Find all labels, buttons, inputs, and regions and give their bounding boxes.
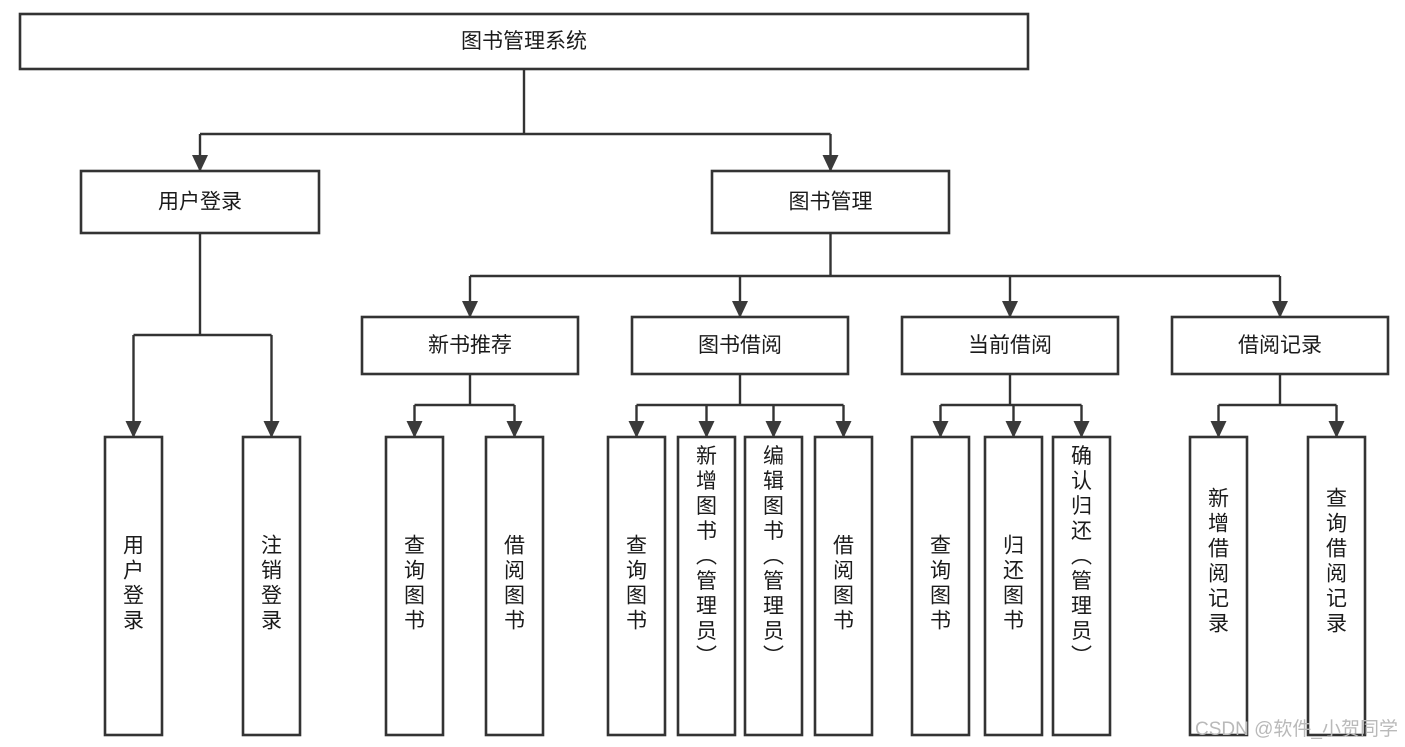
node-label: 编辑图书︵管理员︶	[763, 445, 784, 668]
arrow-head	[732, 301, 748, 318]
node-label: 查询图书	[930, 535, 951, 633]
arrow-head	[698, 421, 715, 438]
node-label: 查询图书	[404, 535, 425, 633]
node-box	[743, 435, 804, 737]
node-label: 归还图书	[1003, 535, 1024, 633]
node-label: 图书管理系统	[461, 30, 587, 53]
arrow-head	[932, 421, 949, 438]
node-box	[484, 435, 545, 737]
node-user-login[interactable]: 用户登录	[79, 169, 321, 235]
arrow-head	[835, 421, 852, 438]
node-label: 图书管理	[789, 191, 873, 214]
node-box	[103, 435, 164, 737]
node-leaf-borrow-book[interactable]: 借阅图书	[813, 435, 874, 737]
edge-group-current-borrow	[932, 374, 1090, 438]
node-leaf-query-book-rec[interactable]: 查询图书	[384, 435, 445, 737]
node-label: 借阅图书	[833, 535, 854, 633]
node-leaf-user-logout[interactable]: 注销登录	[241, 435, 302, 737]
arrow-head	[192, 155, 208, 172]
edge-group-user-login	[125, 233, 280, 438]
node-leaf-query-book-borrow[interactable]: 查询图书	[606, 435, 667, 737]
connectors-layer	[125, 69, 1345, 438]
edge-group-book-manage	[462, 233, 1288, 318]
node-leaf-borrow-book-rec[interactable]: 借阅图书	[484, 435, 545, 737]
node-box	[1051, 435, 1112, 737]
arrow-head	[462, 301, 478, 318]
node-box	[241, 435, 302, 737]
node-box	[910, 435, 971, 737]
arrow-head	[1005, 421, 1022, 438]
node-root[interactable]: 图书管理系统	[18, 12, 1030, 71]
node-label: 新书推荐	[428, 334, 512, 357]
node-label: 借阅图书	[504, 535, 525, 633]
node-box	[676, 435, 737, 737]
node-label: 用户登录	[123, 535, 144, 633]
arrow-head	[1328, 421, 1345, 438]
node-label: 图书借阅	[698, 334, 782, 357]
node-book-borrow[interactable]: 图书借阅	[630, 315, 850, 376]
node-label: 查询图书	[626, 535, 647, 633]
node-current-borrow[interactable]: 当前借阅	[900, 315, 1120, 376]
node-box	[900, 315, 1120, 376]
edge-group-book-borrow	[628, 374, 852, 438]
arrow-head	[822, 155, 839, 172]
node-book-manage[interactable]: 图书管理	[710, 169, 951, 235]
edge-group-new-book-rec	[406, 374, 523, 438]
node-leaf-query-record[interactable]: 查询借阅记录	[1306, 435, 1367, 737]
arrow-head	[406, 421, 423, 438]
watermark-label: CSDN @软件_小贺同学	[1195, 718, 1398, 740]
node-label: 查询借阅记录	[1326, 488, 1347, 636]
node-label: 注销登录	[261, 535, 282, 633]
node-box	[1188, 435, 1249, 737]
node-label: 用户登录	[158, 191, 242, 214]
nodes-layer: 图书管理系统用户登录图书管理新书推荐图书借阅当前借阅借阅记录用户登录注销登录查询…	[18, 12, 1390, 737]
arrow-head	[263, 421, 280, 438]
node-box	[384, 435, 445, 737]
node-label: 确认归还︵管理员︶	[1071, 445, 1092, 668]
node-box	[983, 435, 1044, 737]
node-leaf-edit-book[interactable]: 编辑图书︵管理员︶	[743, 435, 804, 737]
node-box	[360, 315, 580, 376]
node-box	[1306, 435, 1367, 737]
node-label: 借阅记录	[1238, 334, 1322, 357]
node-borrow-record[interactable]: 借阅记录	[1170, 315, 1390, 376]
arrow-head	[628, 421, 645, 438]
node-label: 当前借阅	[968, 334, 1052, 357]
node-label: 新增借阅记录	[1208, 488, 1229, 636]
node-box	[813, 435, 874, 737]
node-leaf-return-book[interactable]: 归还图书	[983, 435, 1044, 737]
arrow-head	[1002, 301, 1018, 318]
node-leaf-confirm-return[interactable]: 确认归还︵管理员︶	[1051, 435, 1112, 737]
node-leaf-query-book-cur[interactable]: 查询图书	[910, 435, 971, 737]
arrow-head	[1272, 301, 1288, 318]
node-box	[710, 169, 951, 235]
node-leaf-add-record[interactable]: 新增借阅记录	[1188, 435, 1249, 737]
arrow-head	[506, 421, 523, 438]
node-box	[630, 315, 850, 376]
node-new-book-rec[interactable]: 新书推荐	[360, 315, 580, 376]
arrow-head	[1210, 421, 1227, 438]
node-label: 新增图书︵管理员︶	[696, 445, 717, 668]
node-box	[1170, 315, 1390, 376]
node-leaf-add-book[interactable]: 新增图书︵管理员︶	[676, 435, 737, 737]
arrow-head	[765, 421, 782, 438]
arrow-head	[1073, 421, 1090, 438]
edge-group-root	[192, 69, 839, 172]
node-box	[18, 12, 1030, 71]
arrow-head	[125, 421, 142, 438]
node-box	[79, 169, 321, 235]
edge-group-borrow-record	[1210, 374, 1345, 438]
node-leaf-user-login[interactable]: 用户登录	[103, 435, 164, 737]
node-box	[606, 435, 667, 737]
